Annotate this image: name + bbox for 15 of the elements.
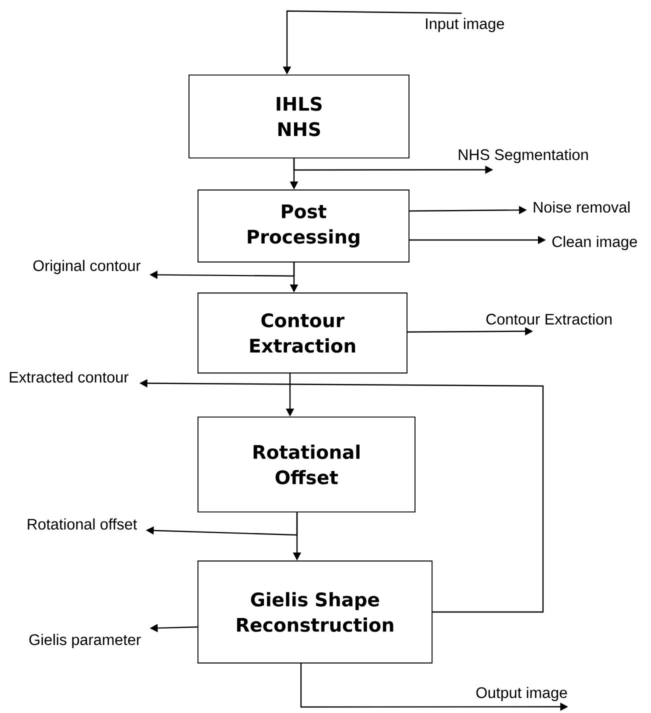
text-label: Original contour — [33, 260, 141, 274]
text-label: Clean image — [552, 236, 637, 250]
text-label: Output image — [476, 686, 567, 702]
process-box: Post Processing — [198, 190, 410, 262]
process-box: Rotational Offset — [198, 416, 416, 512]
text-label: Contour Extraction — [486, 313, 612, 325]
process-box: Gielis Shape Reconstruction — [197, 560, 433, 664]
text-label: Extracted contour — [10, 371, 128, 383]
process-box: IHLS NHS — [188, 74, 410, 158]
text-label: NHS Segmentation — [458, 148, 588, 164]
text-label: Gielis parameter — [29, 634, 141, 648]
text-label: Rotational offset — [28, 518, 137, 530]
process-box: Contour Extraction — [198, 292, 408, 374]
text-label: Input image — [426, 18, 504, 32]
text-label: Noise removal — [534, 201, 630, 213]
